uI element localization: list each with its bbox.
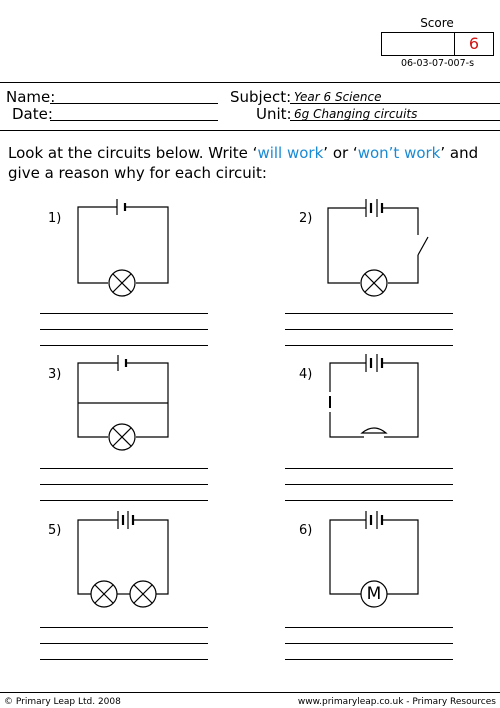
- unit-label: Unit:: [256, 105, 292, 123]
- score-value: 6: [468, 34, 480, 53]
- answer-line-3c[interactable]: [40, 500, 208, 501]
- open-switch-icon: [417, 236, 429, 256]
- bulb-icon: [90, 580, 118, 608]
- answer-line-4b[interactable]: [285, 484, 453, 485]
- answer-line-5b[interactable]: [40, 643, 208, 644]
- answer-line-3b[interactable]: [40, 484, 208, 485]
- footer-copyright: © Primary Leap Ltd. 2008: [4, 697, 121, 707]
- unit-field: [290, 120, 500, 121]
- question-4-number: 4): [299, 367, 313, 382]
- motor-label: M: [366, 584, 382, 604]
- instructions-text-2: ’ or ‘: [323, 144, 358, 162]
- answer-line-1c[interactable]: [40, 345, 208, 346]
- question-6-number: 6): [299, 523, 313, 538]
- bulb-icon: [108, 269, 136, 297]
- footer-website: www.primaryleap.co.uk - Primary Resource…: [297, 697, 496, 707]
- instructions-text-3: ’ and give a reason why for each circuit…: [8, 144, 479, 182]
- date-field[interactable]: [50, 120, 218, 121]
- bulb-icon: [108, 423, 136, 451]
- answer-line-1a[interactable]: [40, 313, 208, 314]
- date-label: Date:: [12, 105, 53, 123]
- answer-line-6a[interactable]: [285, 627, 453, 628]
- question-3-number: 3): [48, 367, 62, 382]
- footer-rule: [0, 692, 500, 693]
- header-top-rule: [0, 82, 500, 83]
- instructions: Look at the circuits below. Write ‘will …: [8, 143, 498, 183]
- answer-line-2c[interactable]: [285, 345, 453, 346]
- will-work-phrase: will work: [257, 144, 324, 162]
- score-box: 6: [381, 32, 494, 56]
- circuit-6: [329, 511, 419, 608]
- circuit-2: [327, 199, 429, 297]
- name-field[interactable]: [50, 103, 218, 104]
- wont-work-phrase: won’t work: [357, 144, 441, 162]
- question-1-number: 1): [48, 211, 62, 226]
- answer-line-5c[interactable]: [40, 659, 208, 660]
- bulb-icon: [360, 269, 388, 297]
- answer-line-6c[interactable]: [285, 659, 453, 660]
- question-2-number: 2): [299, 211, 313, 226]
- subject-value: Year 6 Science: [294, 90, 382, 104]
- bulb-icon: [129, 580, 157, 608]
- instructions-text-1: Look at the circuits below. Write ‘: [8, 144, 258, 162]
- answer-line-5a[interactable]: [40, 627, 208, 628]
- question-5-number: 5): [48, 523, 62, 538]
- score-label: Score: [420, 16, 454, 30]
- answer-line-3a[interactable]: [40, 468, 208, 469]
- worksheet-code: 06-03-07-007-s: [400, 58, 475, 69]
- subject-label: Subject:: [230, 88, 292, 106]
- circuit-5: [77, 511, 169, 608]
- circuit-1: [77, 199, 169, 297]
- answer-line-6b[interactable]: [285, 643, 453, 644]
- subject-field: [290, 103, 500, 104]
- unit-value: 6g Changing circuits: [294, 107, 418, 121]
- circuit-4: [329, 354, 419, 438]
- answer-line-2b[interactable]: [285, 329, 453, 330]
- answer-line-2a[interactable]: [285, 313, 453, 314]
- header-bottom-rule: [0, 130, 500, 131]
- circuit-3: [77, 355, 169, 451]
- score-blank-cell: [382, 33, 455, 55]
- answer-line-1b[interactable]: [40, 329, 208, 330]
- answer-line-4a[interactable]: [285, 468, 453, 469]
- answer-line-4c[interactable]: [285, 500, 453, 501]
- buzzer-icon: [360, 427, 388, 434]
- name-label: Name:: [6, 88, 56, 106]
- motor-icon: [360, 580, 388, 608]
